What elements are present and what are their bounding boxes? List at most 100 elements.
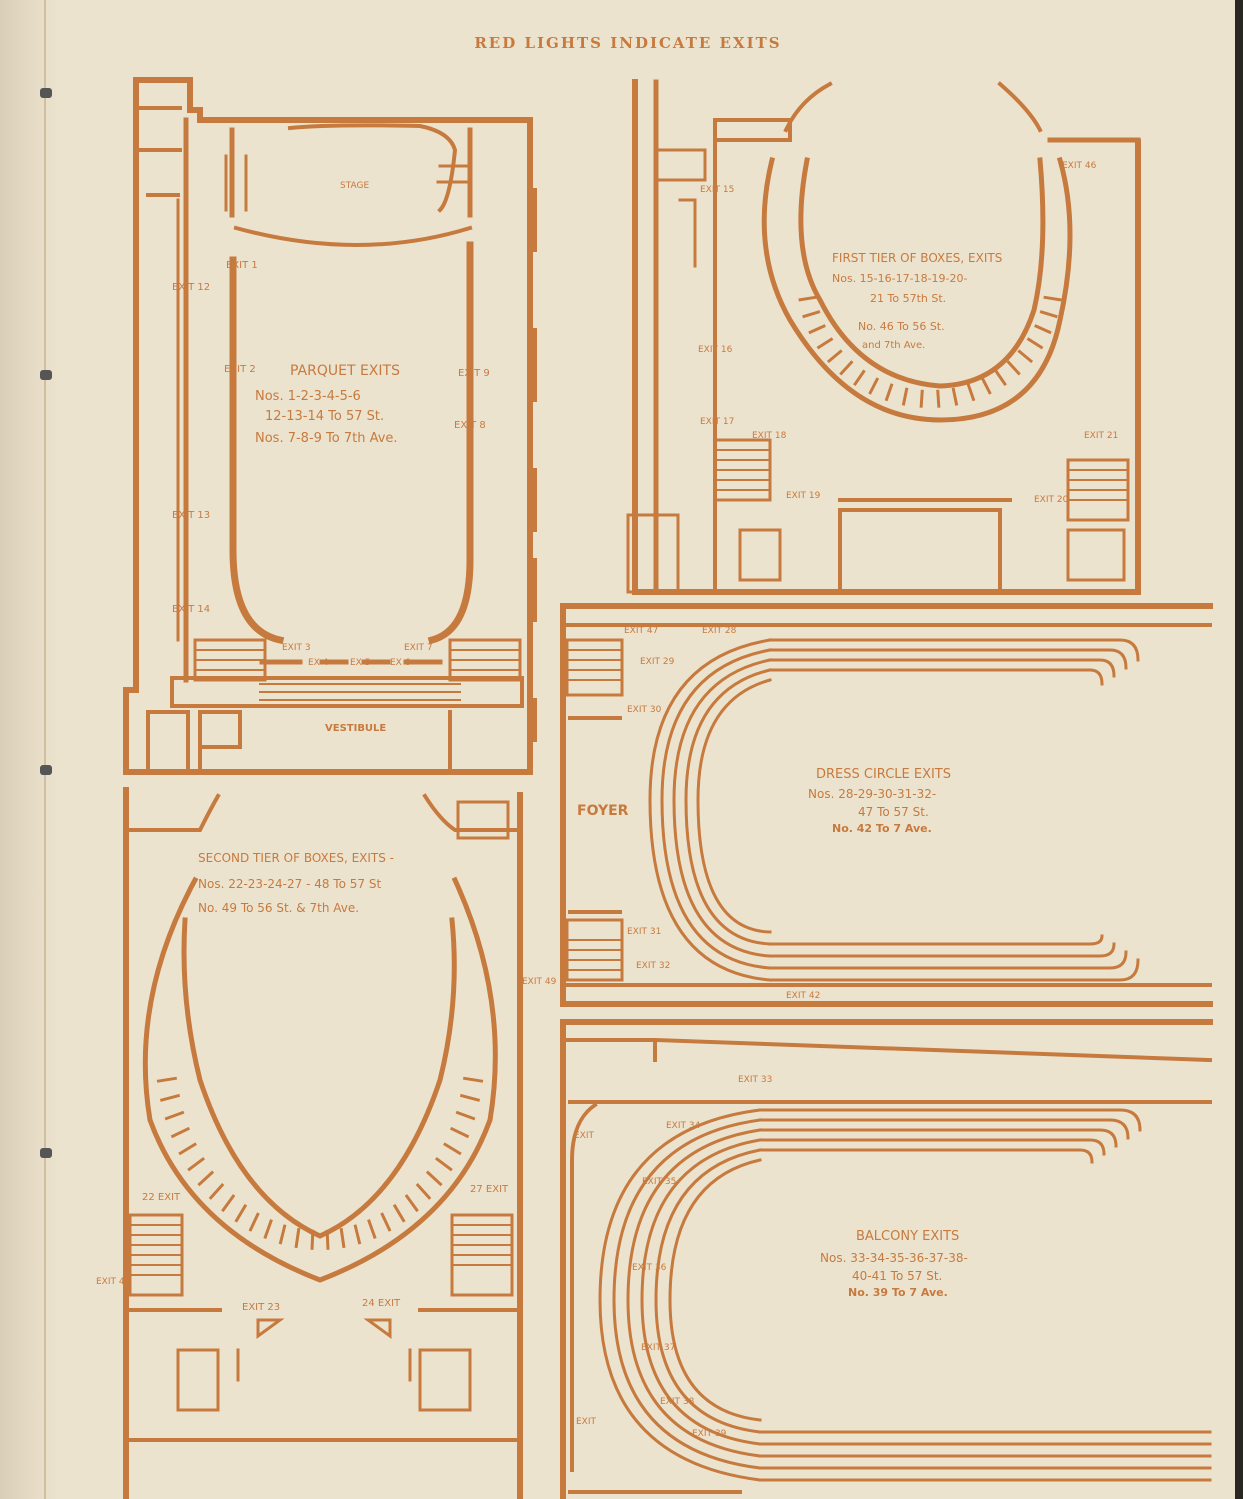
box-divider-tick xyxy=(994,369,1007,387)
exit-15: EXIT 15 xyxy=(700,185,734,195)
box-divider-tick xyxy=(798,295,817,302)
box-divider-tick xyxy=(178,1142,197,1156)
dress-circle-line-2: 47 To 57 St. xyxy=(858,805,929,819)
first-tier-line-1: Nos. 15-16-17-18-19-20- xyxy=(832,272,968,285)
first-tier-line-3: No. 46 To 56 St. xyxy=(858,320,945,333)
box-divider-tick xyxy=(462,1076,484,1083)
parquet-plan xyxy=(123,77,537,775)
exit-3: EXIT 3 xyxy=(282,643,311,653)
exit-36: EXIT 36 xyxy=(632,1263,667,1273)
exit-28: EXIT 28 xyxy=(702,626,737,636)
box-divider-tick xyxy=(449,1126,470,1139)
dress-circle-line-3: No. 42 To 7 Ave. xyxy=(832,822,932,835)
balcony-title: BALCONY EXITS xyxy=(856,1229,959,1244)
dress-circle-line-1: Nos. 28-29-30-31-32- xyxy=(808,787,936,801)
box-divider-tick xyxy=(339,1227,346,1249)
box-divider-tick xyxy=(1034,324,1052,335)
box-divider-tick xyxy=(802,310,821,319)
exit-33: EXIT 33 xyxy=(738,1075,772,1085)
parquet-line-1: Nos. 1-2-3-4-5-6 xyxy=(255,389,361,404)
box-divider-tick xyxy=(868,377,880,395)
box-divider-tick xyxy=(1026,337,1044,350)
box-divider-tick xyxy=(170,1126,191,1139)
box-divider-tick xyxy=(459,1093,481,1102)
exit-29: EXIT 29 xyxy=(640,657,675,667)
exit-23: EXIT 23 xyxy=(242,1302,280,1313)
foyer-label: FOYER xyxy=(577,803,629,819)
box-divider-tick xyxy=(853,369,866,387)
second-tier-line-1: Nos. 22-23-24-27 - 48 To 57 St xyxy=(198,877,381,891)
exit-38: EXIT 38 xyxy=(660,1397,695,1407)
staple-upper xyxy=(40,370,52,380)
box-divider-tick xyxy=(884,383,894,402)
dress-circle-plan xyxy=(560,603,1213,1007)
box-dividers xyxy=(156,295,1062,1250)
exit-21: EXIT 21 xyxy=(1084,431,1118,441)
dark-edge xyxy=(1235,0,1243,1499)
box-divider-tick xyxy=(156,1076,178,1083)
box-divider-tick xyxy=(380,1212,392,1232)
balcony-plan xyxy=(560,1019,1213,1499)
dress-circle-title: DRESS CIRCLE EXITS xyxy=(816,767,951,782)
parquet-line-3: Nos. 7-8-9 To 7th Ave. xyxy=(255,431,398,446)
staple-lower xyxy=(40,765,52,775)
box-divider-tick xyxy=(443,1142,462,1156)
box-divider-tick xyxy=(310,1229,315,1250)
balcony-line-1: Nos. 33-34-35-36-37-38- xyxy=(820,1251,968,1265)
first-tier-plan xyxy=(626,79,1141,595)
box-divider-tick xyxy=(164,1110,185,1121)
exit-2: EXIT 2 xyxy=(224,364,256,375)
second-tier-line-2: No. 49 To 56 St. & 7th Ave. xyxy=(198,901,359,915)
exit-unnumbered-bottom: EXIT xyxy=(576,1417,597,1427)
exit-7: EXIT 7 xyxy=(404,643,433,653)
box-divider-tick xyxy=(901,387,909,406)
exit-32: EXIT 32 xyxy=(636,961,670,971)
box-divider-tick xyxy=(197,1170,215,1187)
exit-30: EXIT 30 xyxy=(627,705,662,715)
exit-14: EXIT 14 xyxy=(172,604,210,615)
box-divider-tick xyxy=(367,1219,377,1240)
exit-24: 24 EXIT xyxy=(362,1298,401,1309)
box-divider-tick xyxy=(1006,360,1021,376)
exit-17: EXIT 17 xyxy=(700,417,734,427)
box-divider-tick xyxy=(919,389,924,408)
box-divider-tick xyxy=(294,1227,301,1249)
staple-top xyxy=(40,88,52,98)
box-divider-tick xyxy=(325,1229,330,1250)
exit-34: EXIT 34 xyxy=(666,1121,701,1131)
parquet-line-2: 12-13-14 To 57 St. xyxy=(265,409,384,424)
box-divider-tick xyxy=(808,324,826,335)
exit-35: EXIT 35 xyxy=(642,1177,676,1187)
exit-18: EXIT 18 xyxy=(752,431,787,441)
box-divider-tick xyxy=(951,387,959,406)
exit-4: EX 4 xyxy=(308,658,329,668)
parquet-title: PARQUET EXITS xyxy=(290,363,400,379)
first-tier-line-4: and 7th Ave. xyxy=(862,340,925,351)
exit-42: EXIT 42 xyxy=(786,991,820,1001)
page-title: RED LIGHTS INDICATE EXITS xyxy=(474,34,781,52)
box-divider-tick xyxy=(263,1219,273,1240)
box-divider-tick xyxy=(425,1170,443,1187)
box-divider-tick xyxy=(816,337,834,350)
exit-39: EXIT 39 xyxy=(692,1429,727,1439)
box-divider-tick xyxy=(353,1224,362,1245)
box-divider-tick xyxy=(415,1182,432,1200)
page-fold xyxy=(44,0,46,1499)
box-divider-tick xyxy=(234,1203,248,1223)
exit-27: 27 EXIT xyxy=(470,1184,509,1195)
box-divider-tick xyxy=(839,360,854,376)
exit-20: EXIT 20 xyxy=(1034,495,1069,505)
box-divider-tick xyxy=(1043,295,1062,302)
box-divider-tick xyxy=(404,1194,419,1213)
box-divider-tick xyxy=(966,383,976,402)
exit-48: EXIT 48 xyxy=(96,1277,131,1287)
box-divider-tick xyxy=(980,377,992,395)
exit-19: EXIT 19 xyxy=(786,491,821,501)
box-divider-tick xyxy=(278,1224,287,1245)
stage-label: STAGE xyxy=(340,181,369,191)
binding-margin xyxy=(0,0,56,1499)
first-tier-line-2: 21 To 57th St. xyxy=(870,292,946,305)
exit-13: EXIT 13 xyxy=(172,510,210,521)
